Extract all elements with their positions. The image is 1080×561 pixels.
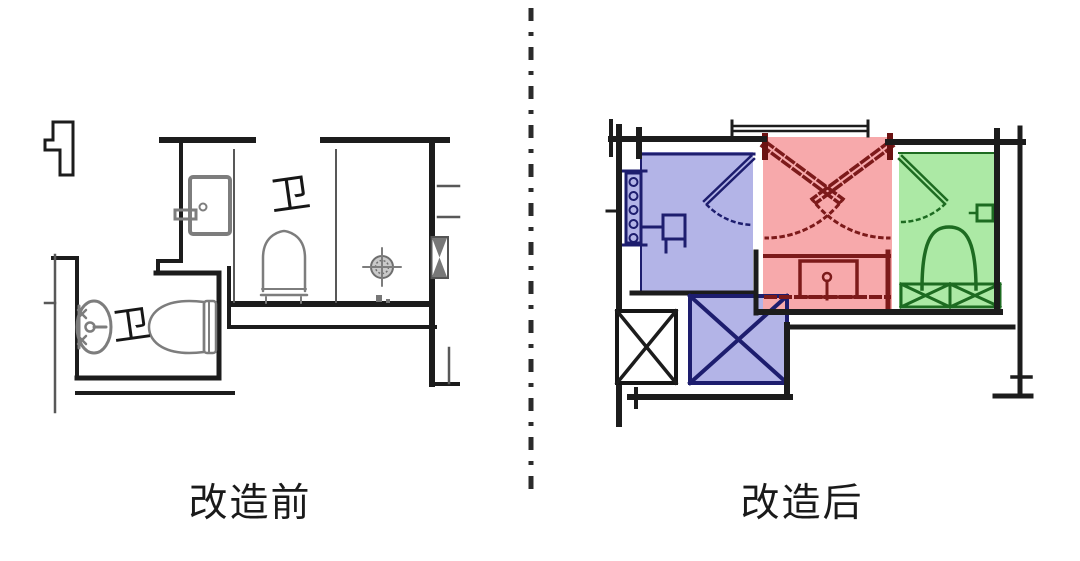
green-zone [899,152,997,308]
blue-zone [640,152,753,295]
radiator-icon [619,169,648,247]
washing-machine-icon [188,175,232,236]
toilet-base-sides [265,296,302,304]
green-door-swing-icon [897,154,949,224]
drain-valve-icon [376,295,382,302]
faucet-x-top [76,308,88,320]
floor-drain-crosshair [362,247,402,287]
utility-sink-icon [639,213,687,254]
wash-basin-icon [75,299,113,355]
washing-machine-knob [198,202,208,212]
window-track-icon [730,119,870,138]
wall-fixture-icon [968,203,995,223]
storage-shelf-icon [899,282,1002,309]
blue-door-swing-icon [702,154,756,227]
room-label-bath2: 卫 [110,303,153,350]
floorplan-before: 卫 卫 [43,120,461,414]
after-label: 改造后 [740,482,864,525]
shaft-cross-icon [614,308,679,386]
green-zone-details [897,152,1002,309]
washing-machine-handle [173,208,198,221]
red-door-swing-right-icon [809,139,896,240]
pipe-shaft-icon [430,236,449,279]
drain-valve-icon-2 [386,299,390,303]
blue-zone-details [619,152,790,386]
fixtures-before [75,175,449,355]
wall-column [43,120,75,177]
room-label-bath1: 卫 [267,170,313,219]
before-after-divider [528,8,534,500]
walls-after [605,119,1034,427]
room-left-wall [156,138,183,274]
red-zone-details [759,133,896,314]
toilet-icon-after [920,225,978,291]
before-label: 改造前 [188,482,312,525]
bath2-corner-wall [51,256,79,275]
faucet-x-bottom [76,334,88,346]
floorplan-after [605,119,1034,427]
toilet-icon [261,229,307,293]
toilet-icon-2 [147,299,218,355]
